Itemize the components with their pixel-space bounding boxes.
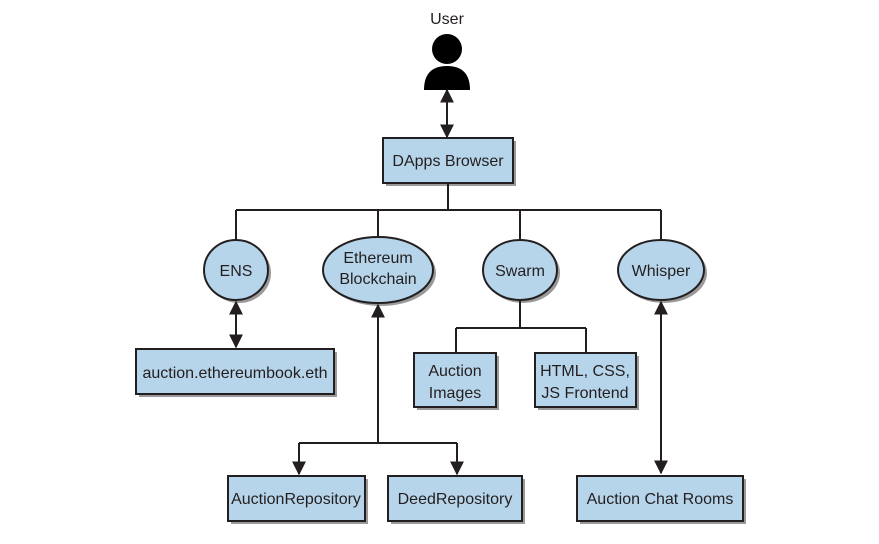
user-icon: [424, 34, 470, 90]
auction-chat-rooms-box: Auction Chat Rooms: [576, 475, 746, 524]
frontend-box: HTML, CSS, JS Frontend: [534, 352, 639, 410]
auction-repository-box: AuctionRepository: [227, 475, 368, 524]
auction-images-label-line1: Auction: [428, 363, 481, 380]
deed-repository-box: DeedRepository: [387, 475, 525, 524]
auction-images-box: Auction Images: [413, 352, 499, 410]
ethereum-repositories-connector: [292, 303, 464, 476]
auction-images-label-line2: Images: [429, 385, 481, 402]
swarm-node: Swarm: [482, 239, 560, 303]
ethereum-label-line2: Blockchain: [339, 271, 416, 288]
frontend-label-line2: JS Frontend: [541, 385, 628, 402]
whisper-node: Whisper: [617, 239, 707, 303]
swarm-label: Swarm: [495, 263, 545, 280]
dapps-browser-box: DApps Browser: [382, 137, 516, 186]
browser-bus: [235, 183, 662, 242]
ens-name-label: auction.ethereumbook.eth: [142, 365, 327, 382]
deed-repository-label: DeedRepository: [398, 491, 513, 508]
ens-label: ENS: [220, 263, 253, 280]
ens-node: ENS: [203, 239, 271, 303]
user-label: User: [430, 11, 464, 28]
ens-name-box: auction.ethereumbook.eth: [135, 348, 337, 397]
whisper-label: Whisper: [632, 263, 691, 280]
ethereum-blockchain-node: Ethereum Blockchain: [322, 236, 436, 306]
auction-chat-rooms-label: Auction Chat Rooms: [587, 491, 734, 508]
auction-repository-label: AuctionRepository: [231, 491, 361, 508]
dapps-browser-label: DApps Browser: [392, 153, 504, 170]
ethereum-label-line1: Ethereum: [343, 250, 412, 267]
swarm-bus: [455, 300, 587, 352]
frontend-label-line1: HTML, CSS,: [540, 363, 630, 380]
